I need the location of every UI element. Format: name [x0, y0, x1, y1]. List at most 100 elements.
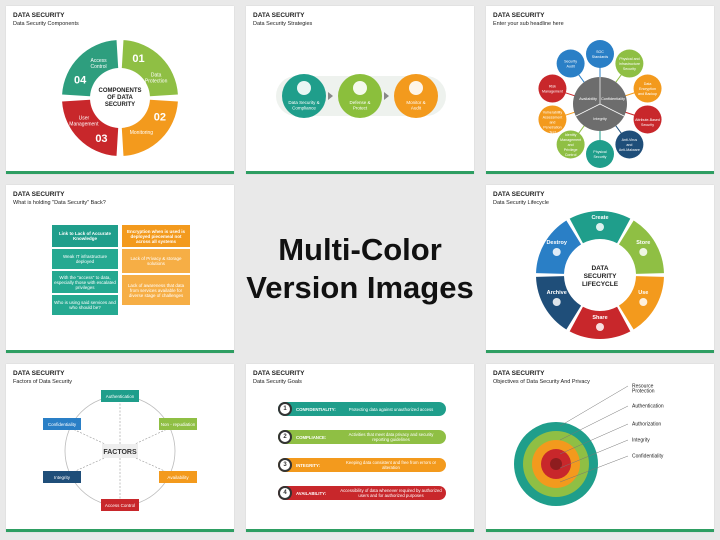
petal-label: Infrastructure [619, 62, 640, 66]
goal-description: Activities that meet data privacy and se… [348, 432, 434, 442]
goal-number: 2 [278, 430, 292, 444]
right-header: Encryption when is used is deployed piec… [122, 225, 190, 247]
goal-key: AVAILABILITY: [296, 490, 327, 496]
strategy-icon [297, 81, 311, 95]
factor-box [159, 471, 197, 483]
petal-label: SOC [596, 50, 604, 54]
strategy-icon [409, 81, 423, 95]
petal-circle [586, 40, 614, 68]
petal-label: Encryption [639, 87, 656, 91]
lifecycle-segment [618, 220, 664, 274]
left-item-2: With the "access" to data, especially th… [52, 271, 118, 293]
petal-label: Assessment [543, 115, 563, 119]
factors-center-text: FACTORS [103, 449, 137, 456]
slide-title: DATA SECURITY [253, 370, 305, 377]
petal-label: Anti-Malware [619, 148, 640, 152]
lifecycle-icon [596, 323, 604, 331]
component-number: 04 [74, 74, 87, 86]
hub-label: Confidentiality [601, 97, 625, 101]
component-label: Control [91, 64, 107, 70]
factor-label: Access Control [105, 503, 135, 508]
petal-label: Penetration [543, 125, 561, 129]
left-item-1: Weak IT infrastructure deployed [52, 249, 118, 269]
component-segment [121, 99, 178, 156]
lifecycle-stage-label: Store [636, 240, 650, 246]
petal-label: Privilege [564, 148, 578, 152]
goal-row: 3 INTEGRITY: Keeping data consistent and f… [278, 458, 446, 472]
petal-circle [615, 49, 644, 78]
strategy-label: Monitor & [406, 100, 425, 105]
slide-lifecycle[interactable]: DATA SECURITY Data Security Lifecycle Cr… [486, 185, 714, 353]
slide-title: DATA SECURITY [13, 370, 65, 377]
component-number: 01 [132, 53, 144, 65]
strategy-circle [338, 74, 382, 118]
lifecycle-stage-label: Create [591, 215, 608, 221]
slide-title: DATA SECURITY [493, 12, 545, 19]
factor-box [101, 390, 139, 402]
components-center-text: COMPONENTS [98, 88, 141, 94]
flow-arrow [328, 92, 333, 100]
center-title: Multi-Color Version Images [246, 183, 474, 355]
slide-components[interactable]: DATA SECURITY Data Security Components 0… [6, 6, 234, 174]
component-label: Monitoring [130, 130, 154, 136]
petal-label: Audit [567, 65, 575, 69]
petal-label: Identity [565, 133, 577, 137]
slide-title: DATA SECURITY [493, 191, 545, 198]
objective-connector [559, 455, 629, 483]
factor-box [101, 499, 139, 511]
goal-key: COMPLIANCE: [296, 434, 327, 440]
petal-circle [556, 130, 585, 159]
factor-label: Confidentiality [48, 422, 77, 427]
slide-factors[interactable]: DATA SECURITY Factors of Data Security F… [6, 364, 234, 532]
goal-number: 3 [278, 458, 292, 472]
petal-label: Security [641, 123, 654, 127]
petal-label: Management [560, 138, 581, 142]
factors-center-box [102, 444, 138, 458]
goal-row: 2 COMPLIANCE: Activities that meet data pr… [278, 430, 446, 444]
factor-box [43, 471, 81, 483]
slide-subtitle: Factors of Data Security [13, 379, 72, 385]
objective-connector [559, 385, 629, 427]
hub-divider [599, 103, 625, 117]
slide-objectives[interactable]: DATA SECURITY Objectives of Data Securit… [486, 364, 714, 532]
petal-label: Vulnerability [543, 110, 563, 114]
strategy-circle [282, 74, 326, 118]
petal-label: Security [594, 155, 607, 159]
petal-circle [538, 74, 567, 103]
goal-description: Keeping data consistent and free from er… [345, 460, 437, 470]
objective-connector [559, 405, 629, 441]
petal-circle [615, 130, 644, 159]
petal-label: and Backup [638, 92, 657, 96]
goal-key: CONFIDENTIALITY: [296, 406, 336, 412]
objective-label: Integrity [632, 438, 650, 444]
slide-subtitle: Data Security Goals [253, 379, 302, 385]
lifecycle-icon [639, 248, 648, 256]
lifecycle-stage-label: Use [638, 290, 648, 296]
objectives-rings: ResourceProtectionAuthenticationAuthoriz… [514, 384, 664, 506]
petal-label: Security [623, 67, 636, 71]
right-item-2: Lack of awareness that data from service… [122, 275, 190, 305]
petal-label: Management [542, 90, 563, 94]
petal-circle [633, 105, 662, 134]
factor-label: Availability [167, 475, 189, 480]
left-header: Link to Lack of Accurate Knowledge [52, 225, 118, 247]
lifecycle-stage-label: Share [592, 315, 607, 321]
goal-key: INTEGRITY: [296, 462, 321, 468]
slide-strategies[interactable]: DATA SECURITY Data Security Strategies D… [246, 6, 474, 174]
left-item-3: Who is using said services and who shoul… [52, 295, 118, 315]
components-center-text: SECURITY [105, 102, 135, 108]
components-cycle: 01DataProtection02Monitoring03UserManage… [62, 40, 178, 156]
petal-label: Risk [549, 85, 556, 89]
lifecycle-hub [567, 242, 633, 308]
slide-holding-back[interactable]: DATA SECURITY What is holding "Data Secu… [6, 185, 234, 353]
petal-circle [586, 140, 614, 168]
lifecycle-icon [596, 223, 604, 231]
slide-subheadline[interactable]: DATA SECURITY Enter your sub headline he… [486, 6, 714, 174]
slide-subtitle: Data Security Strategies [253, 21, 313, 27]
factors-diagram: FACTORSAuthenticationNon - repudiationAv… [43, 390, 197, 511]
hub-divider [575, 103, 601, 117]
component-label: Data [151, 73, 162, 79]
